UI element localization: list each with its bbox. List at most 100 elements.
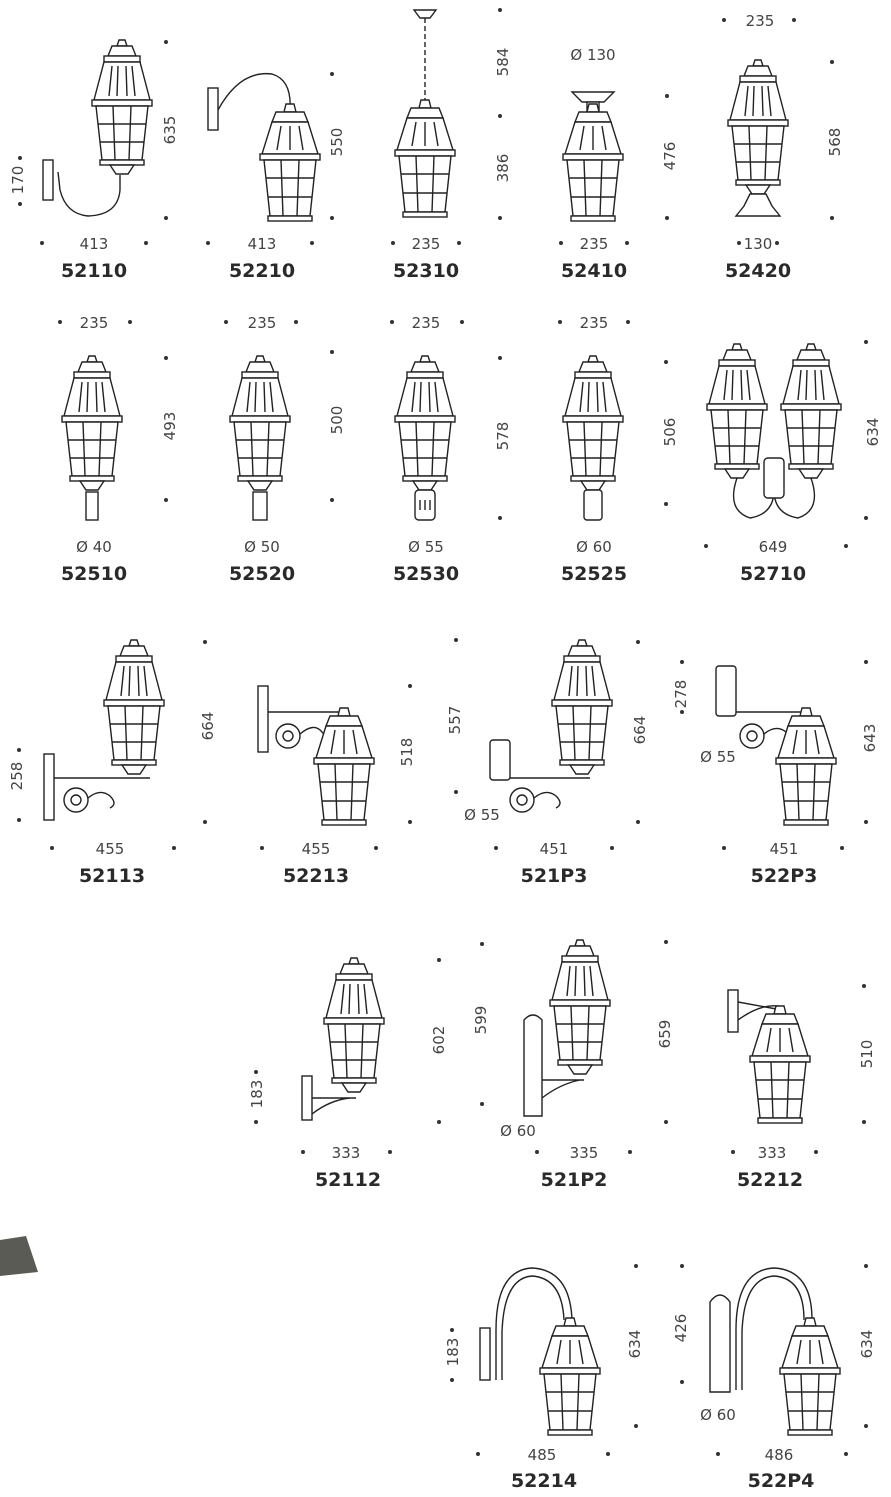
- lantern-icon: [229, 355, 291, 491]
- svg-text:557: 557: [446, 706, 464, 735]
- svg-text:568: 568: [826, 128, 844, 157]
- svg-text:455: 455: [302, 840, 331, 858]
- svg-text:500: 500: [328, 406, 346, 435]
- svg-text:455: 455: [96, 840, 125, 858]
- svg-text:52213: 52213: [283, 865, 349, 887]
- lantern-icon: [551, 639, 613, 775]
- swan-neck-arm: [57, 171, 121, 217]
- svg-text:258: 258: [8, 762, 26, 791]
- product-521P2: 599 659 Ø 60 335 521P2: [472, 939, 674, 1191]
- svg-text:Ø 55: Ø 55: [464, 806, 500, 824]
- svg-text:52214: 52214: [511, 1470, 577, 1492]
- svg-text:235: 235: [80, 314, 109, 332]
- svg-text:52112: 52112: [315, 1169, 381, 1191]
- svg-text:506: 506: [661, 418, 679, 447]
- svg-text:451: 451: [770, 840, 799, 858]
- svg-text:52520: 52520: [229, 563, 295, 585]
- svg-text:Ø 40: Ø 40: [76, 538, 112, 556]
- svg-text:664: 664: [199, 712, 217, 741]
- product-52210: 550 413 52210: [206, 72, 346, 282]
- product-52410: Ø 130 476 235 52410: [559, 46, 679, 282]
- svg-text:Ø 60: Ø 60: [500, 1122, 536, 1140]
- svg-text:235: 235: [580, 314, 609, 332]
- svg-text:52410: 52410: [561, 260, 627, 282]
- lantern-icon: [780, 343, 842, 479]
- lantern-icon: [394, 99, 456, 218]
- svg-text:52310: 52310: [393, 260, 459, 282]
- product-52310: 584 386 235 52310: [391, 8, 512, 282]
- svg-text:634: 634: [864, 418, 882, 447]
- lantern-icon: [323, 957, 385, 1093]
- svg-text:Ø 55: Ø 55: [408, 538, 444, 556]
- svg-text:522P4: 522P4: [748, 1470, 815, 1492]
- svg-text:52420: 52420: [725, 260, 791, 282]
- svg-text:235: 235: [248, 314, 277, 332]
- svg-text:510: 510: [858, 1040, 876, 1069]
- svg-text:599: 599: [472, 1006, 490, 1035]
- svg-text:52210: 52210: [229, 260, 295, 282]
- svg-text:235: 235: [580, 235, 609, 253]
- svg-text:Ø 60: Ø 60: [700, 1406, 736, 1424]
- product-52213: 518 455 52213: [257, 684, 416, 887]
- svg-text:Ø 50: Ø 50: [244, 538, 280, 556]
- svg-text:333: 333: [758, 1144, 787, 1162]
- svg-text:183: 183: [444, 1338, 462, 1367]
- svg-text:451: 451: [540, 840, 569, 858]
- svg-text:649: 649: [759, 538, 788, 556]
- lantern-icon: [706, 343, 768, 479]
- svg-text:235: 235: [746, 12, 775, 30]
- svg-text:52530: 52530: [393, 563, 459, 585]
- svg-text:235: 235: [412, 235, 441, 253]
- svg-text:278: 278: [672, 680, 690, 709]
- svg-text:584: 584: [494, 48, 512, 77]
- product-522P4: 426 634 Ø 60 486 522P4: [672, 1264, 876, 1492]
- product-52110: 635 170 413 52110: [9, 39, 179, 282]
- svg-text:Ø 130: Ø 130: [570, 46, 615, 64]
- lantern-icon: [313, 707, 375, 826]
- svg-text:333: 333: [332, 1144, 361, 1162]
- svg-text:476: 476: [661, 142, 679, 171]
- svg-text:52510: 52510: [61, 563, 127, 585]
- svg-text:52113: 52113: [79, 865, 145, 887]
- svg-text:643: 643: [861, 724, 879, 753]
- lantern-icon: [394, 355, 456, 491]
- svg-text:486: 486: [765, 1446, 794, 1464]
- product-522P3: 278 643 Ø 55 451 522P3: [672, 660, 879, 887]
- svg-text:578: 578: [494, 422, 512, 451]
- svg-text:235: 235: [412, 314, 441, 332]
- product-52113: 664 258 455 52113: [8, 639, 217, 887]
- lantern-icon: [91, 39, 153, 175]
- product-52212: 510 333 52212: [727, 984, 876, 1191]
- product-52214: 183 634 485 52214: [444, 1264, 644, 1492]
- lantern-icon: [103, 639, 165, 775]
- svg-text:493: 493: [161, 412, 179, 441]
- lantern-icon: [562, 103, 624, 222]
- lantern-icon: [539, 1317, 601, 1436]
- lantern-icon: [61, 355, 123, 491]
- swan-neck-arm: [495, 1267, 573, 1380]
- product-521P3: 557 664 Ø 55 451 521P3: [446, 638, 649, 887]
- product-code: 52110: [61, 260, 127, 282]
- svg-text:52710: 52710: [740, 563, 806, 585]
- svg-text:52525: 52525: [561, 563, 627, 585]
- svg-text:521P3: 521P3: [521, 865, 588, 887]
- svg-text:550: 550: [328, 128, 346, 157]
- svg-text:518: 518: [398, 738, 416, 767]
- lantern-icon: [259, 103, 321, 222]
- product-52525: 235 506 Ø 60 52525: [558, 314, 679, 585]
- svg-text:485: 485: [528, 1446, 557, 1464]
- product-52420: 235 568 130 52420: [722, 12, 844, 282]
- svg-text:522P3: 522P3: [751, 865, 818, 887]
- svg-text:634: 634: [858, 1330, 876, 1359]
- lantern-icon: [727, 59, 789, 195]
- lantern-icon: [549, 939, 611, 1075]
- svg-text:413: 413: [248, 235, 277, 253]
- svg-text:335: 335: [570, 1144, 599, 1162]
- lantern-icon: [562, 355, 624, 491]
- svg-text:413: 413: [80, 235, 109, 253]
- swan-neck-arm: [217, 72, 291, 120]
- svg-text:183: 183: [248, 1080, 266, 1109]
- lantern-icon: [749, 1005, 811, 1124]
- product-52530: 235 578 Ø 55 52530: [390, 314, 512, 585]
